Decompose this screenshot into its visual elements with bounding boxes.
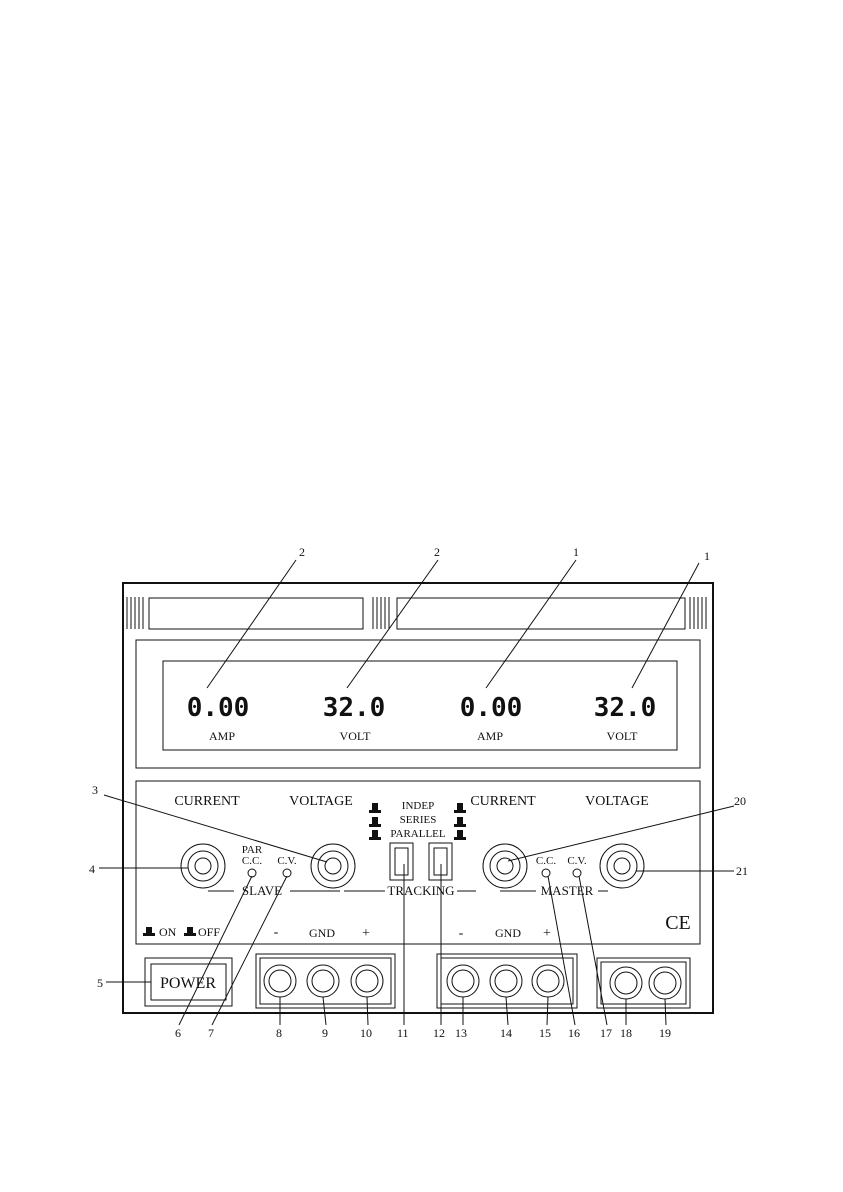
label-plate-right <box>397 598 685 629</box>
slave-minus-label: - <box>274 925 279 940</box>
fixed-output-terminal-1[interactable] <box>610 967 642 999</box>
power-on-label: ON <box>159 925 177 939</box>
master-current-knob[interactable] <box>483 844 527 888</box>
callout-leaders <box>99 560 734 1025</box>
slave-current-label: CURRENT <box>174 794 240 809</box>
callout-10: 10 <box>360 1026 372 1040</box>
ce-mark: CE <box>665 912 691 934</box>
tracking-parallel-indicator-right-icon <box>454 830 466 840</box>
vent-grille-left <box>127 597 143 629</box>
power-off-label: OFF <box>198 925 220 939</box>
master-minus-label: - <box>459 926 464 941</box>
master-current-label: CURRENT <box>470 794 536 809</box>
callout-1-left: 1 <box>573 545 579 559</box>
master-voltage-reading: 32.0 <box>594 693 657 723</box>
callout-7: 7 <box>208 1026 214 1040</box>
slave-gnd-terminal[interactable] <box>307 965 339 997</box>
tracking-group-label: TRACKING <box>387 883 454 898</box>
power-off-indicator-icon <box>184 927 196 936</box>
callout-17: 17 <box>600 1026 612 1040</box>
tracking-series-indicator-left-icon <box>369 817 381 827</box>
tracking-indep-indicator-right-icon <box>454 803 466 813</box>
master-cv-led <box>573 869 581 877</box>
tracking-series-indicator-right-icon <box>454 817 466 827</box>
master-positive-terminal[interactable] <box>532 965 564 997</box>
slave-voltage-knob[interactable] <box>311 844 355 888</box>
master-voltage-unit: VOLT <box>607 729 639 743</box>
callout-2-left: 2 <box>299 545 305 559</box>
callout-13: 13 <box>455 1026 467 1040</box>
slave-plus-label: + <box>362 926 370 941</box>
master-cc-led <box>542 869 550 877</box>
slave-current-reading: 0.00 <box>187 693 250 723</box>
tracking-mode-indep: INDEP <box>402 800 434 812</box>
slave-voltage-label: VOLTAGE <box>289 794 353 809</box>
callout-5: 5 <box>97 976 103 990</box>
slave-current-knob[interactable] <box>181 844 225 888</box>
tracking-switch-left[interactable] <box>390 843 413 880</box>
callout-20: 20 <box>734 794 746 808</box>
callout-3: 3 <box>92 783 98 797</box>
vent-grille-center <box>373 597 389 629</box>
callout-8: 8 <box>276 1026 282 1040</box>
callout-21: 21 <box>736 864 748 878</box>
callout-19: 19 <box>659 1026 671 1040</box>
master-voltage-label: VOLTAGE <box>585 794 649 809</box>
master-terminal-block <box>437 954 577 1008</box>
master-gnd-label: GND <box>495 926 521 940</box>
callout-12: 12 <box>433 1026 445 1040</box>
slave-negative-terminal[interactable] <box>264 965 296 997</box>
slave-cc-label: C.C. <box>242 855 262 867</box>
master-group-label: MASTER <box>541 883 594 898</box>
callout-1-right: 1 <box>704 549 710 563</box>
slave-gnd-label: GND <box>309 926 335 940</box>
master-negative-terminal[interactable] <box>447 965 479 997</box>
callout-15: 15 <box>539 1026 551 1040</box>
slave-terminal-block <box>256 954 395 1008</box>
master-voltage-knob[interactable] <box>600 844 644 888</box>
callout-11: 11 <box>397 1026 409 1040</box>
slave-current-unit: AMP <box>209 729 235 743</box>
slave-cc-led <box>248 869 256 877</box>
master-plus-label: + <box>543 926 551 941</box>
tracking-parallel-indicator-left-icon <box>369 830 381 840</box>
slave-voltage-unit: VOLT <box>340 729 372 743</box>
master-gnd-terminal[interactable] <box>490 965 522 997</box>
slave-cv-label: C.V. <box>277 855 297 867</box>
power-switch-label: POWER <box>160 975 216 992</box>
vent-grille-right <box>690 597 706 629</box>
callout-4: 4 <box>89 862 95 876</box>
callout-2-right: 2 <box>434 545 440 559</box>
callout-9: 9 <box>322 1026 328 1040</box>
slave-voltage-reading: 32.0 <box>323 693 386 723</box>
slave-cv-led <box>283 869 291 877</box>
slave-positive-terminal[interactable] <box>351 965 383 997</box>
callout-18: 18 <box>620 1026 632 1040</box>
fixed-output-terminal-2[interactable] <box>649 967 681 999</box>
master-cc-label: C.C. <box>536 855 556 867</box>
tracking-indep-indicator-left-icon <box>369 803 381 813</box>
tracking-mode-series: SERIES <box>400 814 437 826</box>
master-cv-label: C.V. <box>567 855 587 867</box>
label-plate-left <box>149 598 363 629</box>
master-current-reading: 0.00 <box>460 693 523 723</box>
tracking-mode-parallel: PARALLEL <box>390 828 445 840</box>
callout-numbers: 2 2 1 1 3 20 4 21 5 6 7 8 9 10 11 12 13 … <box>89 545 748 1040</box>
callout-16: 16 <box>568 1026 580 1040</box>
power-on-indicator-icon <box>143 927 155 936</box>
callout-14: 14 <box>500 1026 512 1040</box>
master-current-unit: AMP <box>477 729 503 743</box>
callout-6: 6 <box>175 1026 181 1040</box>
